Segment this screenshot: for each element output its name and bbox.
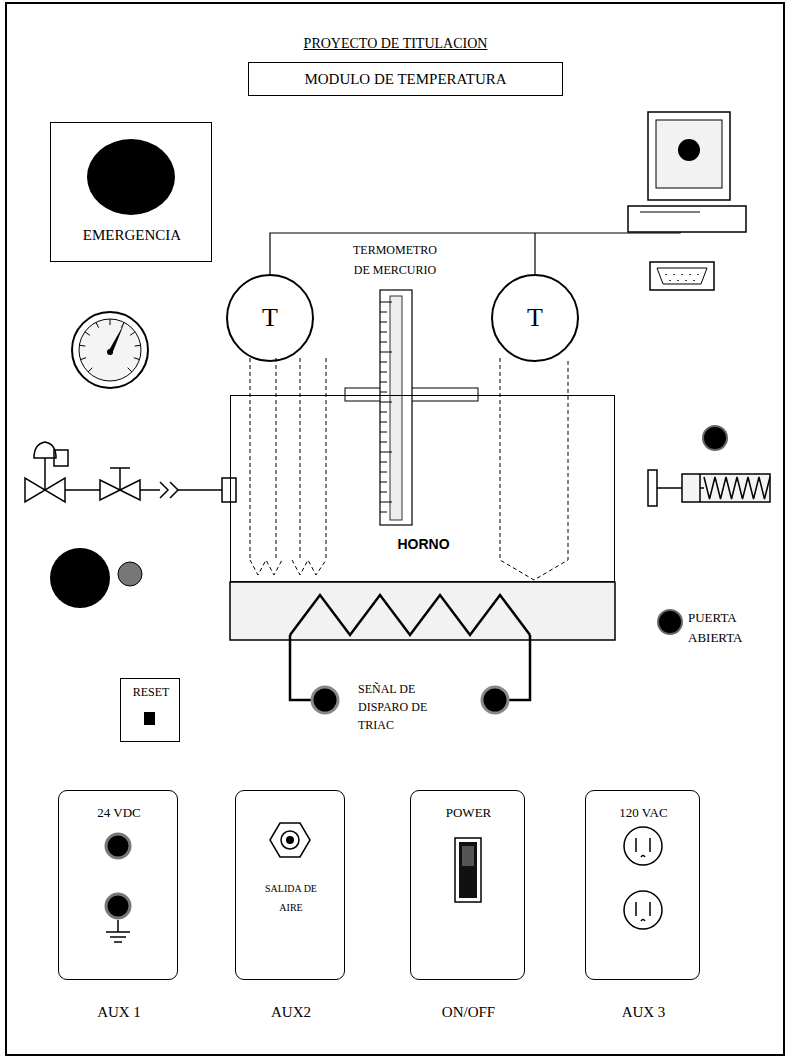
door-cylinder bbox=[648, 470, 657, 506]
heater-band bbox=[230, 582, 615, 640]
ac-outlet bbox=[636, 838, 650, 857]
node-label: HORNO bbox=[231, 536, 616, 553]
air-valve-train bbox=[160, 482, 178, 498]
node-label: SALIDA DE AIRE bbox=[261, 879, 321, 917]
sensor-wire bbox=[270, 232, 680, 274]
node-label: T bbox=[527, 302, 543, 333]
panel-title: PROYECTO DE TITULACION bbox=[0, 36, 791, 52]
door-cylinder bbox=[657, 487, 682, 489]
db9-connector bbox=[650, 262, 714, 290]
pressure-gauge bbox=[79, 319, 140, 372]
temperature-sensor: T bbox=[491, 274, 579, 362]
air-fitting bbox=[281, 831, 299, 849]
computer bbox=[656, 120, 722, 188]
air-fitting bbox=[270, 823, 310, 857]
node-label: RESET bbox=[121, 685, 181, 699]
dc-jacks bbox=[106, 920, 130, 942]
air-valve-train bbox=[110, 468, 130, 490]
door-cylinder bbox=[700, 474, 704, 502]
ac-outlet bbox=[636, 902, 650, 921]
thermocouple-probe bbox=[500, 358, 568, 580]
aux-panel: POWERON/OFF bbox=[410, 790, 525, 980]
air-valve-train bbox=[140, 489, 160, 491]
reset-box: RESET bbox=[120, 678, 180, 742]
air-valve-train bbox=[54, 450, 68, 466]
pressure-gauge bbox=[107, 349, 113, 355]
triac-terminal bbox=[312, 687, 338, 713]
triac-terminal bbox=[482, 687, 508, 713]
panel-name: ON/OFF bbox=[411, 1003, 526, 1021]
ac-outlet bbox=[624, 891, 662, 929]
db9-connector bbox=[650, 262, 714, 290]
air-valve-train bbox=[25, 442, 236, 502]
temperature-sensor: T bbox=[226, 274, 314, 362]
air-fitting bbox=[270, 823, 310, 857]
computer bbox=[648, 112, 730, 200]
pressure-gauge bbox=[72, 312, 148, 388]
thermometer-label: TERMOMETRO DE MERCURIO bbox=[345, 240, 445, 280]
signal-label: SEÑAL DE DISPARO DE TRIAC bbox=[358, 680, 438, 734]
door-cylinder bbox=[704, 477, 770, 499]
thermocouple-probe bbox=[250, 358, 326, 560]
node-label: T bbox=[262, 302, 278, 333]
power-switch bbox=[455, 838, 481, 902]
air-valve-train bbox=[222, 478, 236, 502]
node-label: MODULO DE TEMPERATURA bbox=[304, 70, 506, 88]
air-valve-train bbox=[65, 489, 100, 491]
ac-outlet bbox=[624, 827, 662, 929]
aux-panel: SALIDA DE AIREAUX2 bbox=[235, 790, 345, 980]
thermocouple-probe bbox=[250, 560, 326, 575]
mercury-thermometer bbox=[380, 302, 392, 512]
aux-panel: 24 VDCAUX 1 bbox=[58, 790, 178, 980]
air-valve-train bbox=[44, 458, 46, 490]
ac-outlet bbox=[624, 827, 662, 865]
reset-button bbox=[144, 712, 155, 725]
db9-connector bbox=[666, 274, 698, 281]
door-label: PUERTA ABIERTA bbox=[688, 608, 778, 648]
oven-box: HORNO bbox=[230, 395, 615, 582]
power-switch bbox=[455, 838, 481, 902]
mercury-thermometer bbox=[345, 290, 478, 525]
door-cylinder bbox=[648, 470, 770, 506]
power-switch bbox=[462, 846, 474, 866]
title-box: MODULO DE TEMPERATURA bbox=[248, 62, 563, 96]
panel-name: AUX 3 bbox=[586, 1003, 701, 1021]
panel-name: AUX2 bbox=[236, 1003, 346, 1021]
db9-connector bbox=[657, 268, 707, 284]
aux-panel: 120 VACAUX 3 bbox=[585, 790, 700, 980]
pressure-gauge bbox=[72, 312, 148, 388]
emergency-button bbox=[87, 139, 175, 215]
mercury-thermometer bbox=[390, 296, 402, 520]
pilot-light bbox=[118, 562, 142, 586]
dc-jacks bbox=[106, 834, 130, 942]
power-switch bbox=[459, 842, 477, 898]
panel-name: AUX 1 bbox=[59, 1003, 179, 1021]
node-label: 120 VAC bbox=[586, 805, 701, 821]
emergency-box: EMERGENCIA bbox=[50, 122, 212, 262]
computer bbox=[640, 212, 700, 213]
air-valve-train bbox=[178, 489, 222, 491]
node-label: EMERGENCIA bbox=[51, 226, 213, 244]
computer bbox=[628, 206, 746, 232]
mercury-thermometer bbox=[380, 290, 412, 525]
computer bbox=[678, 139, 700, 161]
dc-jacks bbox=[106, 894, 130, 918]
air-fitting bbox=[286, 836, 294, 844]
air-valve-train bbox=[34, 442, 56, 458]
computer bbox=[628, 112, 746, 232]
node-label: 24 VDC bbox=[59, 805, 179, 821]
door-cylinder bbox=[682, 474, 770, 502]
heater-coil bbox=[290, 595, 530, 635]
door-open-light bbox=[658, 610, 682, 634]
pressure-gauge bbox=[79, 319, 141, 381]
indicator-light bbox=[703, 426, 727, 450]
dc-jacks bbox=[106, 834, 130, 858]
node-label: POWER bbox=[411, 805, 526, 821]
pressure-gauge bbox=[108, 324, 124, 354]
panel-frame bbox=[6, 3, 784, 1055]
pilot-light bbox=[50, 548, 110, 608]
